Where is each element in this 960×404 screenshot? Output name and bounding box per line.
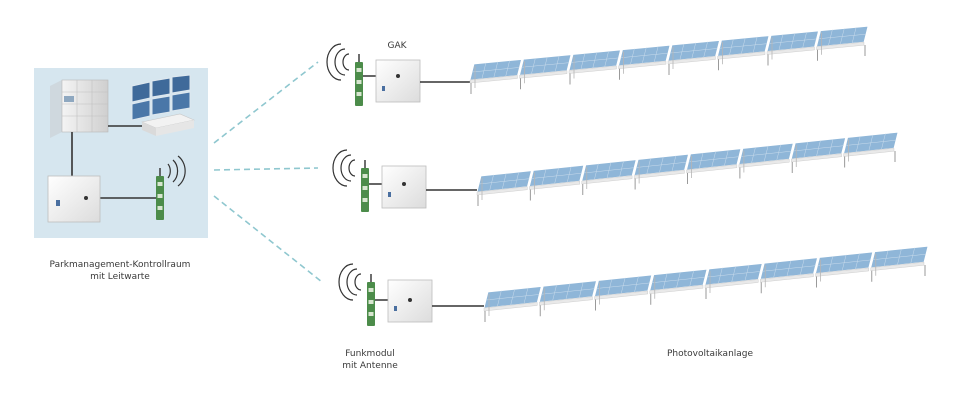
solar-panel-icon xyxy=(814,251,874,288)
solar-panel-icon xyxy=(685,148,742,184)
monitor-wall-icon xyxy=(131,74,191,121)
solar-panel-icon xyxy=(469,58,523,94)
field-station-3 xyxy=(338,263,484,326)
field-station-2 xyxy=(332,149,477,212)
radio-waves-icon xyxy=(338,263,362,301)
control-room xyxy=(34,68,208,238)
solar-panel-icon xyxy=(704,263,763,299)
pv-row-1 xyxy=(469,25,869,94)
server-rack-icon xyxy=(50,79,109,138)
solar-panel-icon xyxy=(528,164,585,201)
operator-desk-icon xyxy=(141,113,195,136)
radio-module-icon xyxy=(156,168,164,220)
solar-panel-icon xyxy=(759,257,819,294)
radio-module-label: Funkmodul mit Antenne xyxy=(326,348,414,372)
radio-link-bottom xyxy=(213,195,323,283)
solar-panel-icon xyxy=(716,35,770,71)
control-room-subtitle: mit Leitwarte xyxy=(90,272,150,282)
radio-link-middle xyxy=(213,167,319,171)
control-cabinet-icon xyxy=(47,175,101,223)
radio-module-icon xyxy=(355,54,363,106)
solar-panel-icon xyxy=(667,39,721,75)
solar-panel-icon xyxy=(766,30,820,66)
solar-panel-icon xyxy=(518,54,572,90)
solar-panel-icon xyxy=(593,274,653,311)
solar-panel-icon xyxy=(843,131,899,168)
solar-panel-icon xyxy=(617,44,671,80)
solar-panel-icon xyxy=(649,268,708,305)
field-stations xyxy=(326,43,484,326)
radio-module-icon xyxy=(367,274,375,326)
gak-box-icon xyxy=(387,279,433,323)
solar-panel-icon xyxy=(476,170,532,206)
solar-panel-icon xyxy=(538,280,598,317)
pv-rows xyxy=(469,25,929,322)
pv-row-2 xyxy=(476,131,899,206)
radio-waves-icon xyxy=(332,149,356,187)
radio-waves-icon xyxy=(167,155,186,187)
solar-panel-icon xyxy=(815,25,869,61)
radio-link-top xyxy=(213,61,319,144)
gak-box-icon xyxy=(375,59,421,103)
pv-row-3 xyxy=(483,245,929,322)
solar-panel-icon xyxy=(483,286,542,322)
solar-panel-icon xyxy=(738,142,794,179)
gak-box-icon xyxy=(381,165,427,209)
radio-module-subtitle: mit Antenne xyxy=(342,361,398,371)
radio-module-title: Funkmodul xyxy=(345,349,395,359)
solar-panel-icon xyxy=(790,137,847,173)
radio-waves-icon xyxy=(326,43,350,81)
radio-links xyxy=(213,61,323,283)
control-room-label: Parkmanagement-Kontrollraum mit Leitwart… xyxy=(14,259,226,283)
field-station-1 xyxy=(326,43,470,106)
radio-module-icon xyxy=(361,160,369,212)
solar-panel-icon xyxy=(870,245,929,282)
solar-panel-icon xyxy=(581,159,637,195)
solar-panel-icon xyxy=(633,153,690,190)
pv-plant-label: Photovoltaikanlage xyxy=(666,349,754,359)
gak-label: GAK xyxy=(387,41,407,51)
control-room-title: Parkmanagement-Kontrollraum xyxy=(49,260,191,270)
solar-panel-icon xyxy=(568,49,622,85)
